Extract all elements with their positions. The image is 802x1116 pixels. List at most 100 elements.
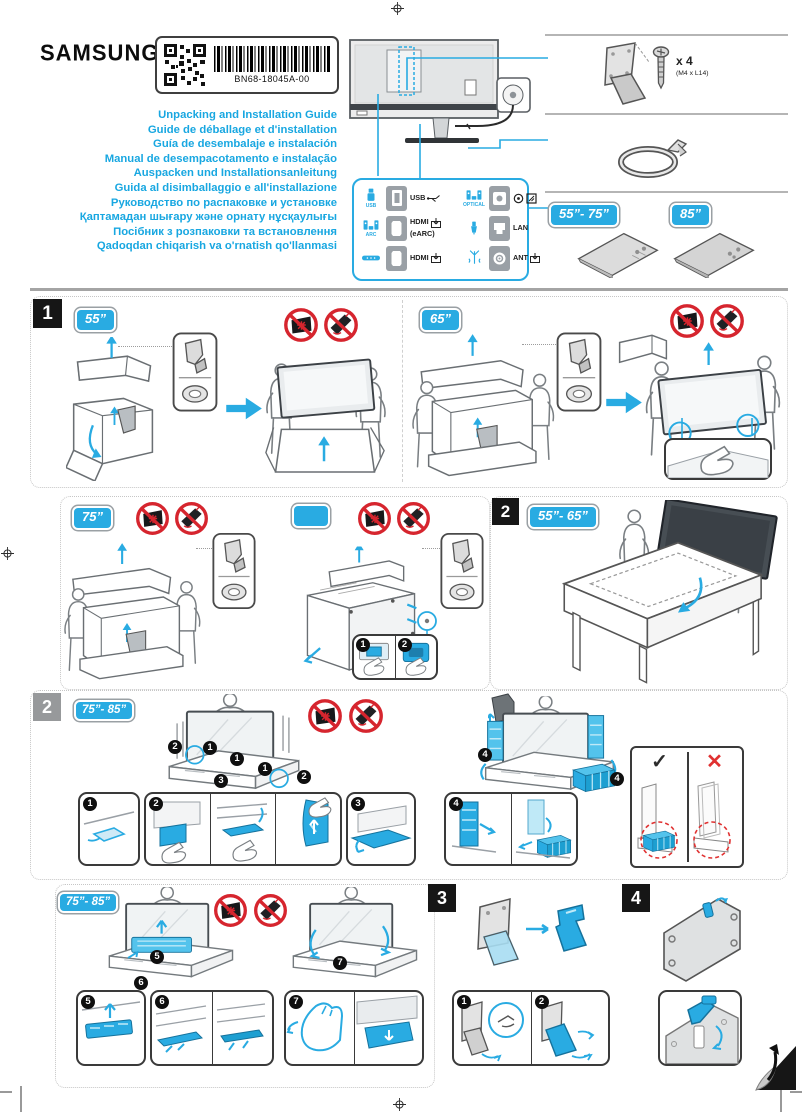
step-marker: 2 <box>534 995 549 1009</box>
parts-inset-55 <box>172 332 218 412</box>
antenna-icon <box>467 250 481 264</box>
section2c-box <box>55 884 435 1088</box>
correct-mark: ✓ <box>651 750 668 773</box>
step3-panel: 3 <box>346 792 416 866</box>
section2-table-box <box>490 496 788 690</box>
title-pt: Manual de desempacotamento e instalação <box>104 152 337 165</box>
inset-leader <box>422 548 440 549</box>
title-es: Guía de desembalaje e instalación <box>153 138 337 151</box>
hdmi-port <box>386 215 407 241</box>
no-press-screen-icon <box>306 697 344 735</box>
port-label: HDMI <box>410 217 429 227</box>
speakers-icon <box>363 220 379 230</box>
parts-inset-75 <box>212 532 256 610</box>
step-marker: 6 <box>134 976 148 990</box>
illustration-remove-side-foam <box>480 696 617 793</box>
no-press-screen-icon <box>356 500 393 537</box>
step-marker: 4 <box>449 797 463 811</box>
cable-tie-accessory <box>618 139 688 178</box>
parts-inset-85 <box>440 532 484 610</box>
port-label-2: (eARC) <box>410 228 435 238</box>
step5-panel: 5 <box>76 990 146 1066</box>
title-ru: Руководство по распаковке и установке <box>110 196 337 209</box>
step-marker: 2 <box>168 740 182 754</box>
section1-box <box>30 296 788 488</box>
step-marker: 2 <box>397 638 412 652</box>
soundbar-icon <box>362 255 380 260</box>
step-marker: 1 <box>230 752 244 766</box>
step-marker: 1 <box>457 995 471 1009</box>
step-marker: 1 <box>83 797 97 811</box>
step-marker: 3 <box>351 797 365 811</box>
step7-panel: 7 <box>284 990 424 1066</box>
inset-leader <box>196 548 212 549</box>
usb-drive-icon <box>367 188 375 201</box>
section2b-box <box>30 690 788 880</box>
title-uk: Посібник з розпаковки та встановлення <box>113 225 337 238</box>
parts-inset-65 <box>556 332 602 412</box>
screw-spec: (M4 x L14) <box>676 70 709 77</box>
title-uz: Qadoqdan chiqarish va o'rnatish qo'llanm… <box>96 240 337 253</box>
no-press-screen-icon <box>212 892 249 929</box>
size-badge-55: 55” <box>75 308 116 332</box>
illustration-remove-front-foam <box>100 886 240 986</box>
accessory-divider <box>545 34 788 36</box>
registration-crosshair-top <box>391 2 404 15</box>
section1-divider <box>402 300 403 482</box>
port-row-hdmi-earc: ARC HDMI (eARC) <box>359 213 458 243</box>
section2-number: 2 <box>492 498 519 525</box>
illustration-fold-flaps <box>284 886 424 986</box>
section2b-number: 2 <box>33 693 61 721</box>
digital-out-icon <box>526 192 537 204</box>
step-marker: 1 <box>258 762 272 776</box>
grip-connector-lines <box>681 418 753 440</box>
section-75-box <box>60 496 490 690</box>
crop-mark <box>20 1086 22 1112</box>
clip-detail-inset <box>658 990 742 1066</box>
no-cutter-icon <box>347 697 385 735</box>
accessory-divider <box>545 191 788 193</box>
latch-steps-inset: 1 2 <box>352 634 438 680</box>
section4-number: 4 <box>622 884 650 912</box>
illustration-remove-bracket-insert <box>477 898 588 966</box>
no-grip-panel-icon <box>395 500 432 537</box>
title-de: Auspacken und Installationsanleitung <box>133 167 337 180</box>
size-badge-65: 65” <box>420 308 461 332</box>
step-marker: 7 <box>289 995 303 1009</box>
port-label: HDMI <box>410 252 429 262</box>
stand-base-85 <box>673 232 755 278</box>
step-marker: 4 <box>478 748 492 762</box>
part-number: BN68-18045A-00 <box>234 74 310 84</box>
port-row-optical: OPTICAL <box>462 183 561 213</box>
no-grip-panel-icon <box>173 500 210 537</box>
title-kk: Қаптамадан шығару және орнату нұсқаулығы <box>79 211 337 224</box>
step-marker: 3 <box>214 774 228 788</box>
port-row-ant: ANT <box>462 243 561 273</box>
usb-port <box>386 185 407 211</box>
step-marker: 7 <box>333 956 347 970</box>
ports-panel: USB USB ARC HDMI (eARC) HDMI <box>352 178 540 281</box>
step6-panel: 6 <box>150 990 274 1066</box>
illustration-back-plate <box>663 897 741 982</box>
inset-leader <box>118 346 172 347</box>
grip-detail-inset <box>664 438 772 480</box>
bracket-steps-panel: 1 2 <box>452 990 610 1066</box>
title-en: Unpacking and Installation Guide <box>158 109 337 121</box>
samsung-logo: SAMSUNG <box>40 39 160 66</box>
incorrect-mark: ✕ <box>706 750 723 773</box>
screw-quantity: x 4 <box>676 54 693 68</box>
illustration-75-lift-box <box>64 538 206 688</box>
registration-crosshair-left <box>1 547 14 560</box>
step-marker: 6 <box>155 995 169 1009</box>
next-step-arrow <box>226 396 262 421</box>
step-marker: 5 <box>81 995 95 1009</box>
hdmi-port <box>386 245 407 271</box>
registration-crosshair-bottom <box>393 1098 406 1111</box>
input-arrow-icon <box>430 217 441 228</box>
stand-size-badge-85: 85” <box>670 203 711 227</box>
section3-number: 3 <box>428 884 456 912</box>
correct-incorrect-panel: ✓ ✕ <box>630 746 744 868</box>
illustration-55-open-box <box>66 336 162 482</box>
step-marker: 5 <box>150 950 164 964</box>
